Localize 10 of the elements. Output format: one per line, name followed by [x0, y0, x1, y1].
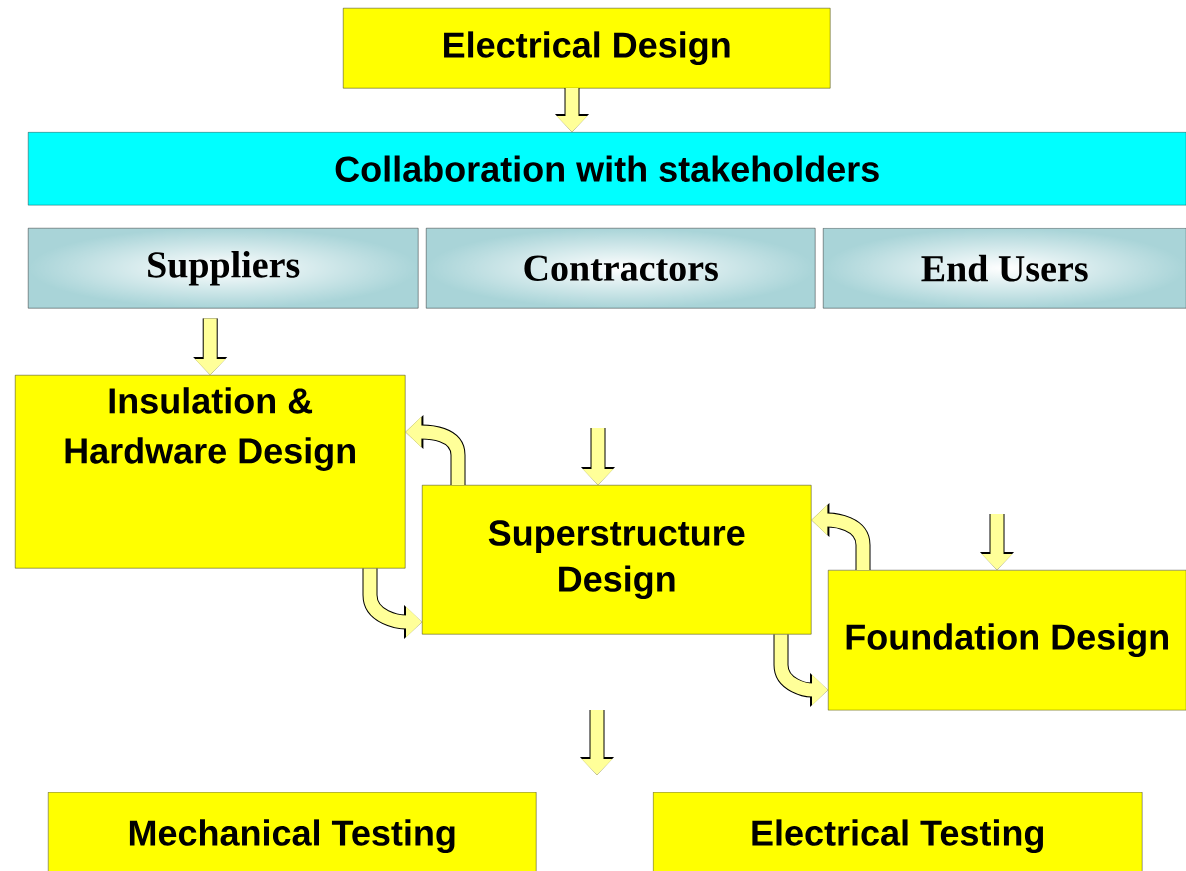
- process-box: Insulation & Hardware Design: [15, 375, 406, 569]
- stakeholder-box: Contractors: [426, 228, 816, 309]
- process-box: Superstructure Design: [422, 485, 812, 635]
- process-box: Mechanical Testing: [48, 792, 537, 871]
- stakeholder-band: Collaboration with stakeholders: [28, 132, 1186, 206]
- process-box: Electrical Testing: [653, 792, 1143, 871]
- stakeholder-box: Suppliers: [28, 228, 419, 309]
- process-box: Electrical Design: [343, 8, 831, 89]
- process-box: Foundation Design: [828, 570, 1186, 711]
- stakeholder-box: End Users: [823, 228, 1186, 309]
